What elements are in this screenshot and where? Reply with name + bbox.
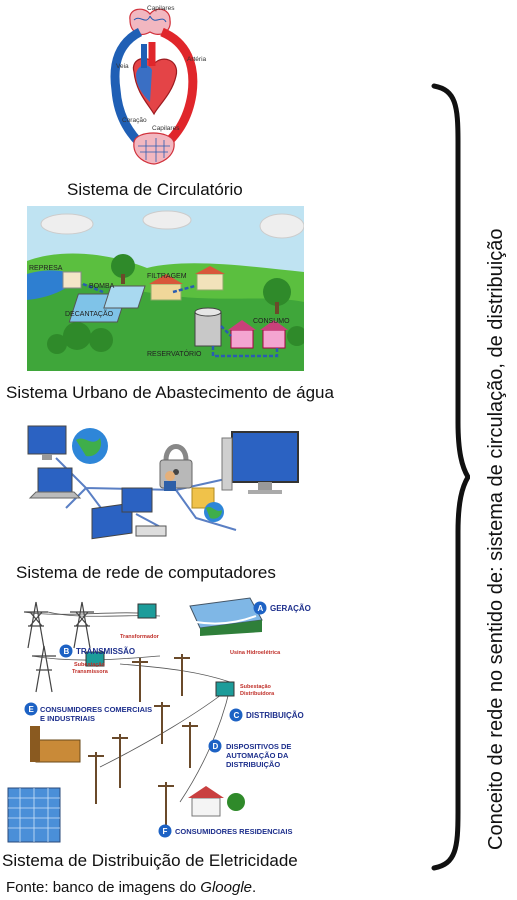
label-heart: Coração [122,117,147,124]
label-generation: GERAÇÃO [270,604,311,613]
office-building-icon [7,787,61,843]
electric-distribution-illustration: A GERAÇÃO Transformador Usina Hidroelétr… [7,597,311,843]
label-substation-distribution-2: Distribuidora [240,691,275,697]
badge-d: D [208,739,222,753]
label-capillaries-bottom: Capilares [152,125,180,132]
utility-poles [88,654,198,828]
source-prefix: Fonte: banco de imagens do [6,879,201,896]
house-icon [188,786,245,817]
source-name: Gloogle [200,879,252,896]
router-icon [135,525,167,537]
trees [47,254,304,354]
monitor-icon [221,431,299,494]
svg-text:E: E [29,705,35,714]
caption-circulatory: Sistema de Circulatório [67,180,243,199]
label-dam: REPRESA [29,265,63,272]
label-filtration: FILTRAGEM [147,273,187,280]
computer-network-illustration [27,425,299,540]
pump-house [62,271,82,289]
monitor-icon [27,425,67,460]
label-vein: Veia [116,63,129,70]
label-commercial-consumers-1: CONSUMIDORES COMERCIAIS [40,705,152,714]
transmission-towers [24,601,94,693]
substation-distribution-icon [215,681,235,697]
factory-icon [30,726,81,763]
svg-text:C: C [234,711,240,720]
label-automation-2: AUTOMAÇÃO DA [226,751,289,760]
label-automation-3: DISTRIBUIÇÃO [226,760,280,769]
laptop-icon [28,467,82,499]
svg-text:F: F [163,827,168,836]
side-concept-text: Conceito de rede no sentido de: sistema … [485,228,507,850]
clouds [40,210,304,239]
badge-c: C [229,708,243,722]
capillaries-bottom-network [133,132,175,165]
filtration-house [149,266,225,301]
svg-text:D: D [213,742,219,751]
capillaries-top-network [129,8,171,35]
label-pump: BOMBA [89,283,115,290]
circulatory-illustration: Capilares Veia Artéria Coração Capilares [110,5,207,165]
badge-e: E [24,702,38,716]
label-capillaries-top: Capilares [147,5,175,12]
svg-text:A: A [258,604,264,613]
badge-b: B [59,644,73,658]
label-substation-transmission-1: Subestação [74,662,106,668]
label-decantation: DECANTAÇÃO [65,309,114,318]
water-supply-illustration: REPRESA BOMBA FILTRAGEM DECANTAÇÃO CONSU… [27,206,304,371]
label-hydro-plant: Usina Hidroelétrica [230,650,281,656]
caption-water: Sistema Urbano de Abastecimento de água [6,383,334,402]
label-substation-transmission-2: Transmissora [72,669,109,675]
monitor-icon [121,487,153,513]
globe-icon [72,428,108,464]
label-artery: Artéria [187,56,207,63]
hydro-plant-icon [189,597,263,636]
source-credit: Fonte: banco de imagens do Gloogle. [6,879,256,896]
badge-a: A [253,601,267,615]
caption-electric: Sistema de Distribuição de Eletricidade [2,851,298,870]
label-automation-1: DISPOSITIVOS DE [226,742,291,751]
source-suffix: . [252,879,257,896]
vein-loop [110,27,153,156]
label-residential-consumers: CONSUMIDORES RESIDENCIAIS [175,827,293,836]
heart-shape [132,42,178,116]
reservoir-tank [194,307,222,347]
label-reservoir: RESERVATÓRIO [147,349,202,358]
substation-transmission-icon [85,651,105,667]
users-icon [164,471,176,491]
consumer-houses [228,320,288,349]
globe-icon [204,502,224,522]
folder-icon [191,487,215,509]
curly-brace [431,83,470,871]
badge-f: F [158,824,172,838]
label-consumption: CONSUMO [253,318,290,325]
transformer-icon [137,603,157,619]
label-substation-distribution-1: Subestação [240,684,272,690]
label-commercial-consumers-2: E INDUSTRIAIS [40,714,95,723]
caption-network: Sistema de rede de computadores [16,563,276,582]
label-transformer: Transformador [120,634,160,640]
svg-text:B: B [64,647,70,656]
label-transmission: TRANSMISSÃO [76,647,135,656]
label-distribution: DISTRIBUIÇÃO [246,711,304,720]
